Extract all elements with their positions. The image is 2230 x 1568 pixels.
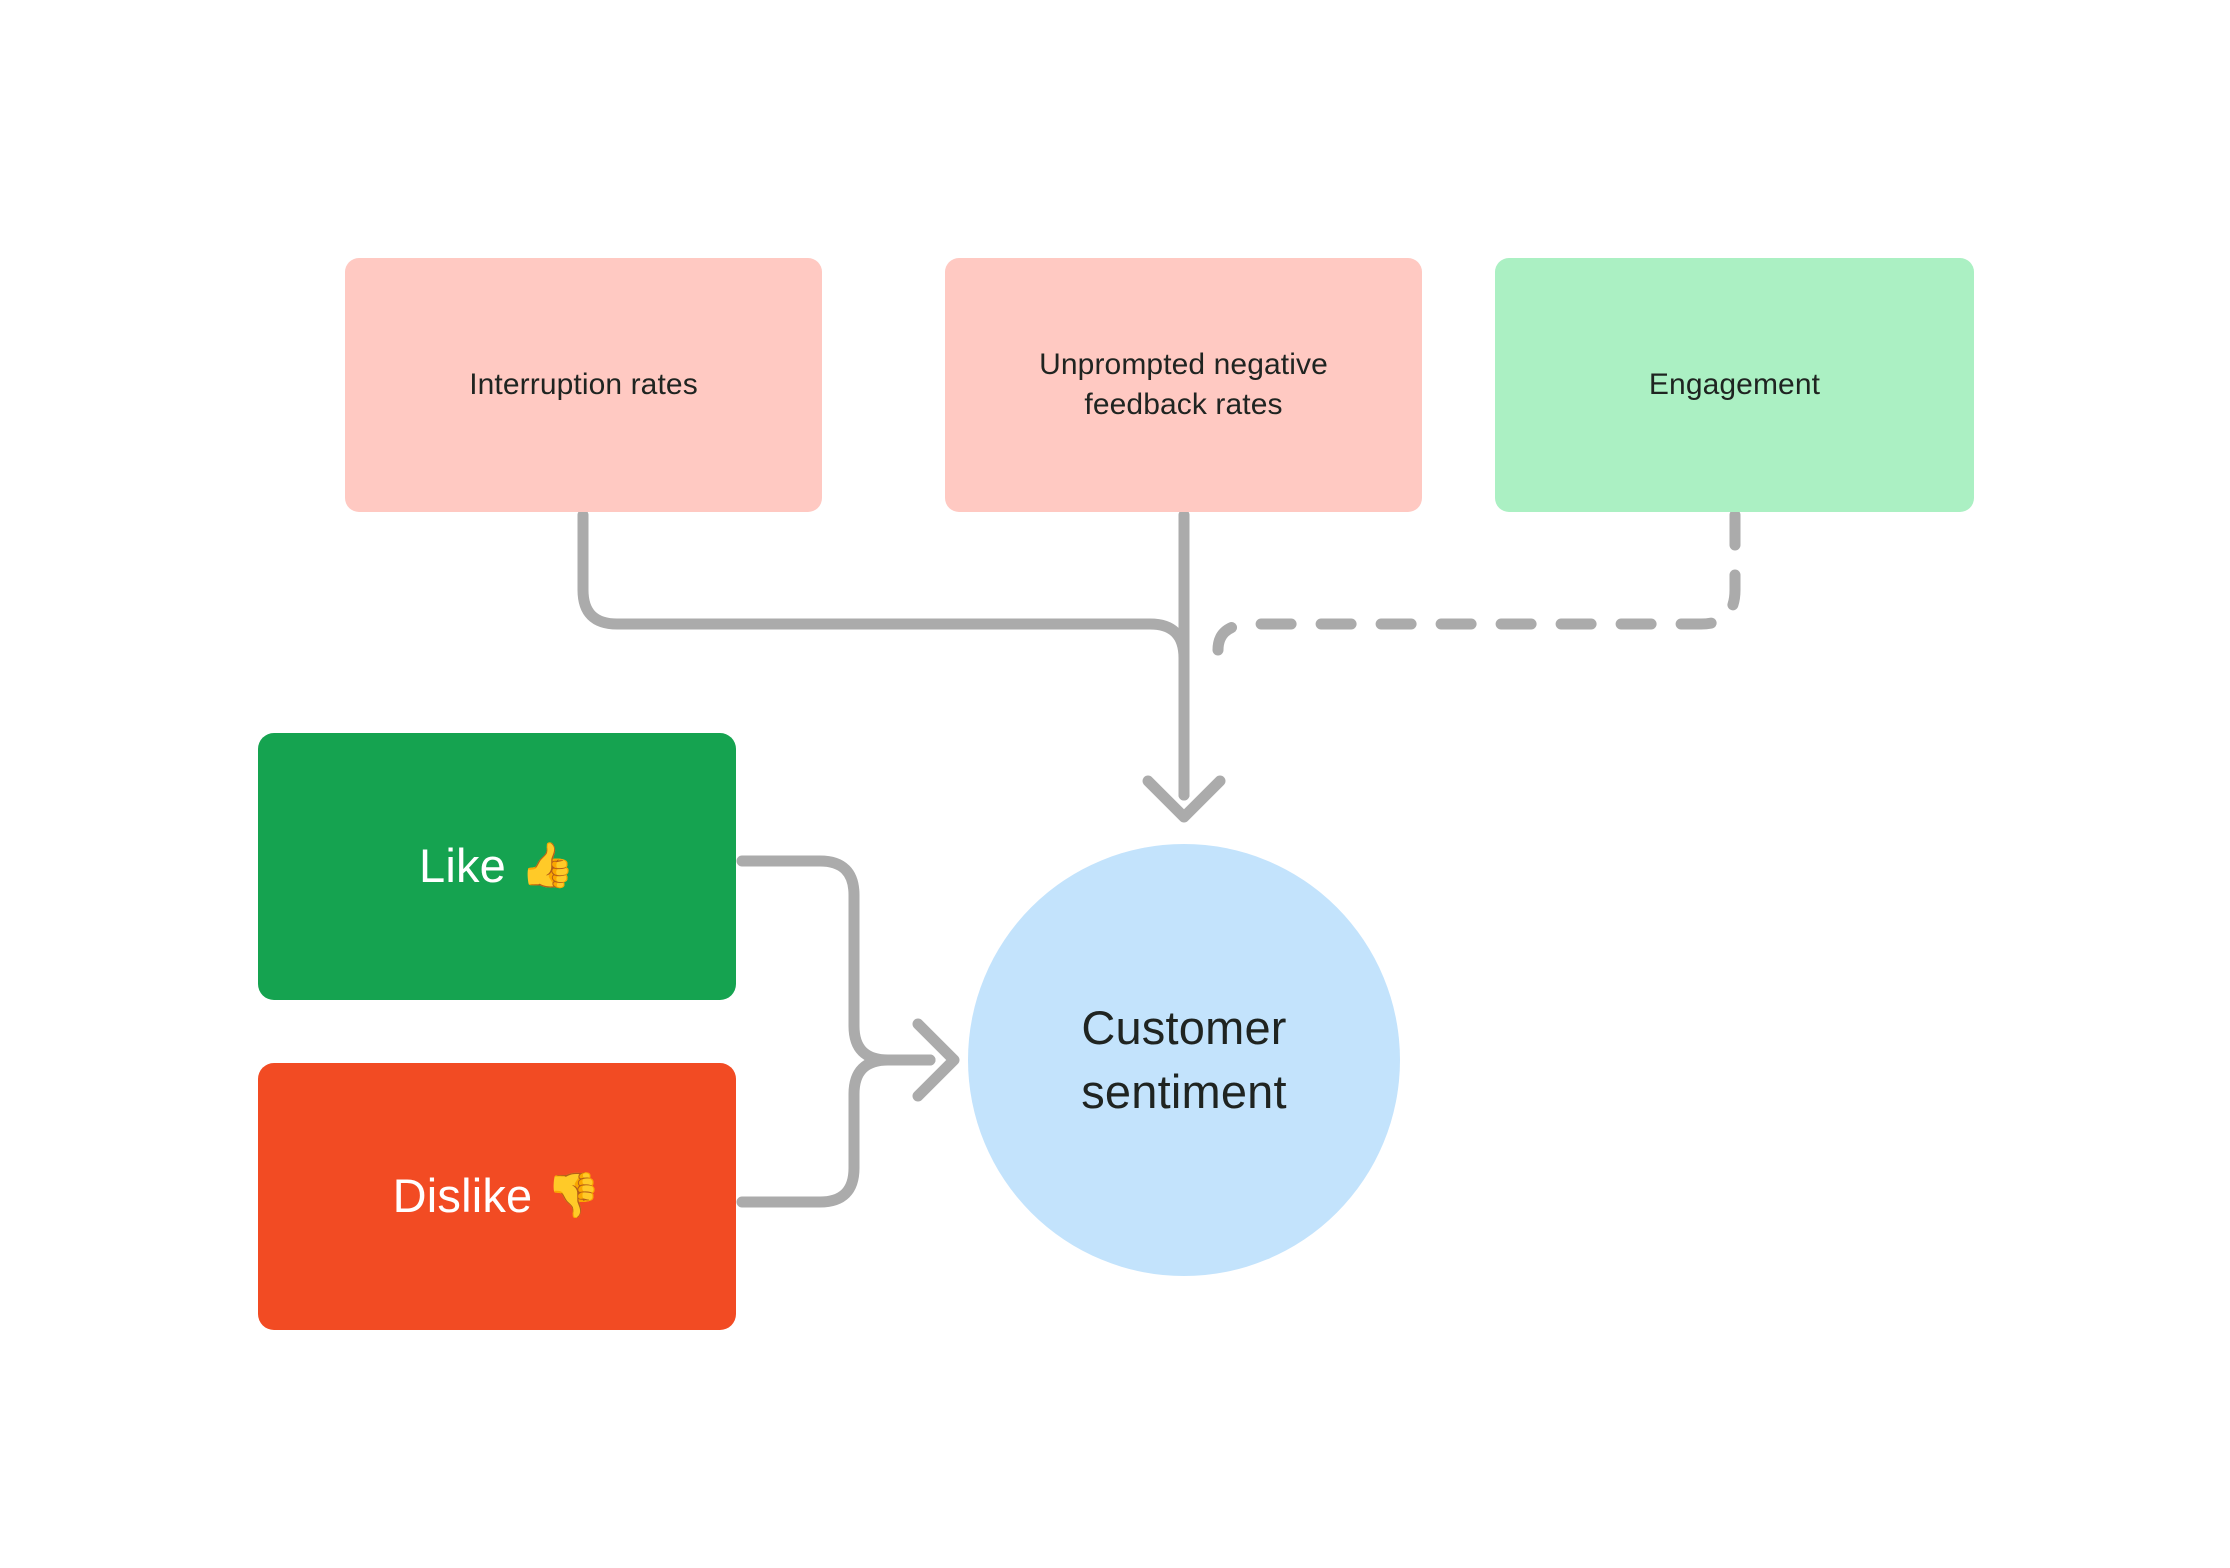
node-interruption-rates[interactable]: Interruption rates bbox=[345, 258, 822, 512]
thumbs-down-emoji: 👎 bbox=[546, 1171, 602, 1221]
node-like-label: Like bbox=[418, 839, 507, 893]
node-like-label-group: Like 👍 bbox=[419, 838, 575, 894]
edge-dislike-to-sentiment bbox=[736, 1054, 936, 1208]
arrowhead-left-into-sentiment bbox=[912, 1018, 960, 1102]
node-dislike-label: Dislike bbox=[392, 1169, 533, 1223]
node-unprompted-negative-feedback-label: Unprompted negative feedback rates bbox=[1039, 348, 1328, 421]
node-dislike-label-group: Dislike 👎 bbox=[393, 1168, 602, 1224]
node-customer-sentiment[interactable]: Customer sentiment bbox=[968, 844, 1400, 1276]
thumbs-up-emoji: 👍 bbox=[520, 841, 576, 891]
node-customer-sentiment-label: Customer sentiment bbox=[1081, 1001, 1287, 1118]
edge-engagement-to-sentiment bbox=[1212, 509, 1741, 656]
node-engagement-label: Engagement bbox=[1648, 368, 1821, 402]
arrowhead-top-into-sentiment bbox=[1142, 775, 1226, 823]
edge-like-to-sentiment bbox=[736, 855, 936, 1066]
node-engagement[interactable]: Engagement bbox=[1495, 258, 1974, 512]
node-dislike[interactable]: Dislike 👎 bbox=[258, 1063, 736, 1330]
node-interruption-rates-label: Interruption rates bbox=[469, 368, 698, 402]
node-unprompted-negative-feedback[interactable]: Unprompted negative feedback rates bbox=[945, 258, 1422, 512]
node-like[interactable]: Like 👍 bbox=[258, 733, 736, 1000]
